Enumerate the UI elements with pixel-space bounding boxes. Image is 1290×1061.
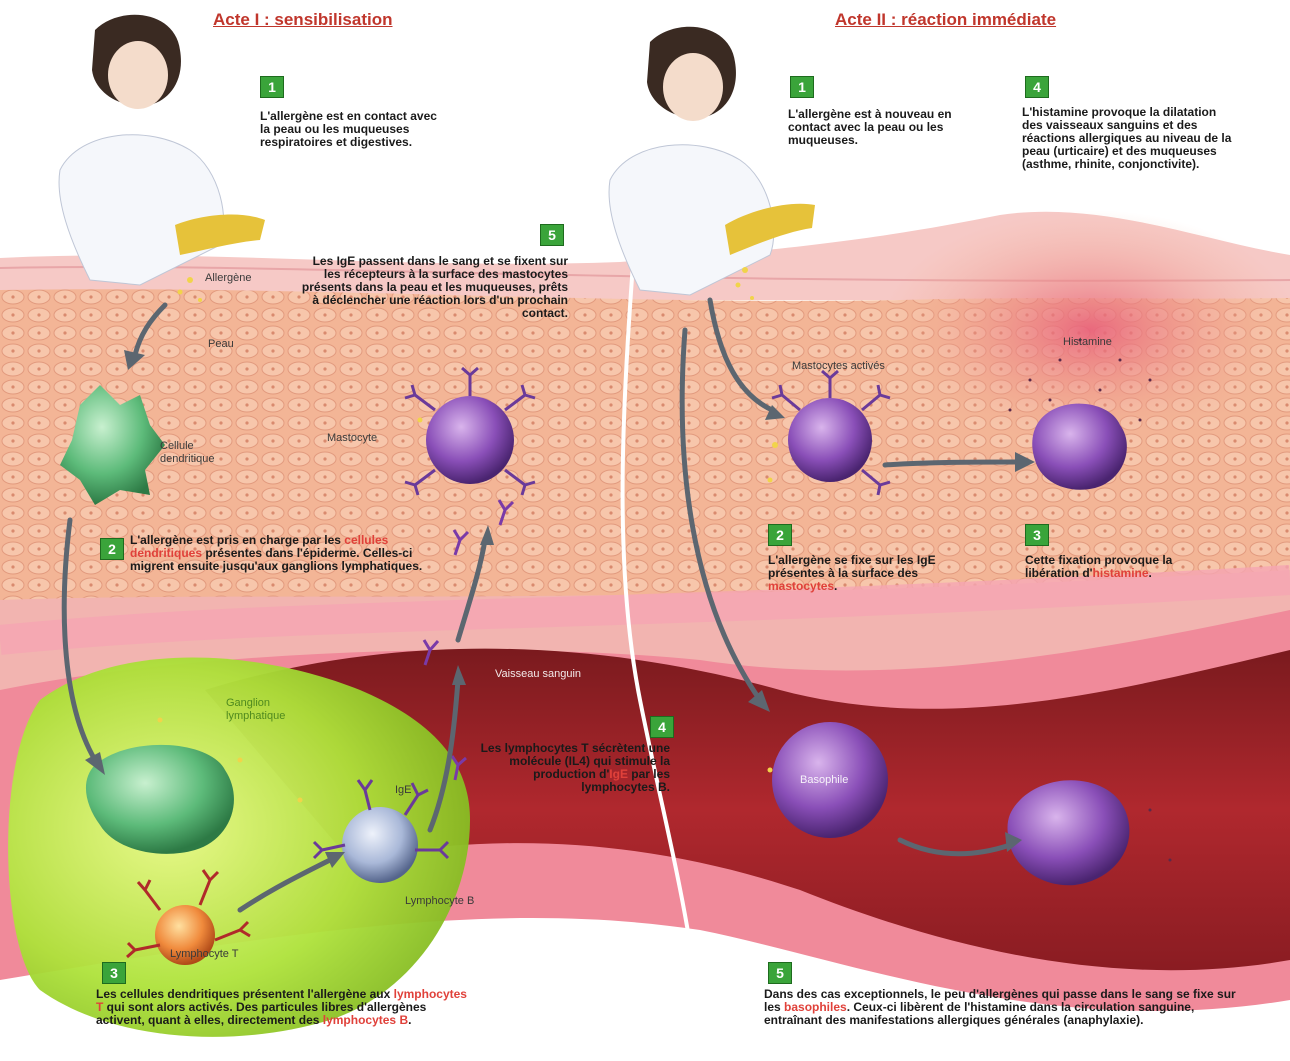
act1-step2-text: L'allergène est pris en charge par les c… bbox=[130, 534, 430, 573]
person-act1 bbox=[59, 15, 265, 285]
act1-step3-number: 3 bbox=[102, 962, 126, 984]
label-vaisseau-sanguin: Vaisseau sanguin bbox=[495, 668, 581, 680]
act1-step4-number: 4 bbox=[650, 716, 674, 738]
act2-step1-text: L'allergène est à nouveau en contact ave… bbox=[788, 108, 958, 147]
act1-step5-number: 5 bbox=[540, 224, 564, 246]
act2-title: Acte II : réaction immédiate bbox=[835, 10, 1056, 30]
label-lymphocyte-t: Lymphocyte T bbox=[170, 948, 238, 960]
label-mastocyte: Mastocyte bbox=[327, 432, 377, 444]
label-allergene: Allergène bbox=[205, 272, 251, 284]
act2-step5-text: Dans des cas exceptionnels, le peu d'all… bbox=[764, 988, 1244, 1027]
act2-step4-number: 4 bbox=[1025, 76, 1049, 98]
label-ganglion-lymphatique: Ganglion lymphatique bbox=[226, 697, 316, 723]
label-mastocytes-actives: Mastocytes activés bbox=[792, 360, 885, 372]
act2-step4-text: L'histamine provoque la dilatation des v… bbox=[1022, 106, 1237, 171]
act1-step4-text: Les lymphocytes T sécrètent une molécule… bbox=[470, 742, 670, 794]
act1-step5-text: Les IgE passent dans le sang et se fixen… bbox=[300, 255, 568, 320]
label-lymphocyte-b: Lymphocyte B bbox=[405, 895, 474, 907]
label-peau: Peau bbox=[208, 338, 234, 350]
act1-step1-number: 1 bbox=[260, 76, 284, 98]
act2-step3-text: Cette fixation provoque la libération d'… bbox=[1025, 554, 1205, 580]
label-cellule-dendritique: Cellule dendritique bbox=[160, 440, 240, 466]
act2-step5-number: 5 bbox=[768, 962, 792, 984]
label-ige: IgE bbox=[395, 784, 412, 796]
act2-step3-number: 3 bbox=[1025, 524, 1049, 546]
act2-step2-text: L'allergène se fixe sur les IgE présente… bbox=[768, 554, 968, 593]
act2-step2-number: 2 bbox=[768, 524, 792, 546]
act1-step1-text: L'allergène est en contact avec la peau … bbox=[260, 110, 450, 149]
act1-title: Acte I : sensibilisation bbox=[213, 10, 393, 30]
act1-step3-text: Les cellules dendritiques présentent l'a… bbox=[96, 988, 476, 1027]
act1-step2-number: 2 bbox=[100, 538, 124, 560]
label-histamine: Histamine bbox=[1063, 336, 1112, 348]
act2-step1-number: 1 bbox=[790, 76, 814, 98]
label-basophile: Basophile bbox=[800, 774, 848, 786]
